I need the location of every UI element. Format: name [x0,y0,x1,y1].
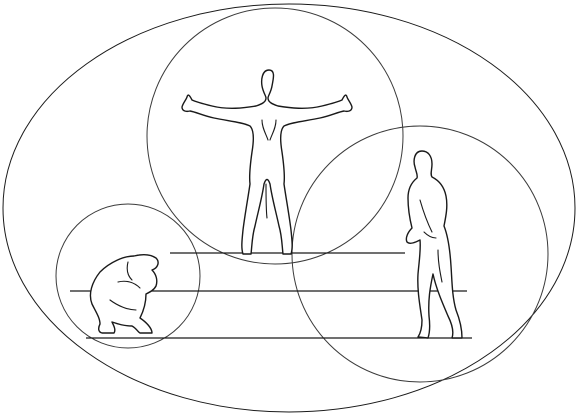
arms-outstretched-figure [182,70,352,254]
standing-covering-figure [406,151,462,338]
outer-ellipse [3,4,575,412]
crouching-figure [90,255,158,333]
